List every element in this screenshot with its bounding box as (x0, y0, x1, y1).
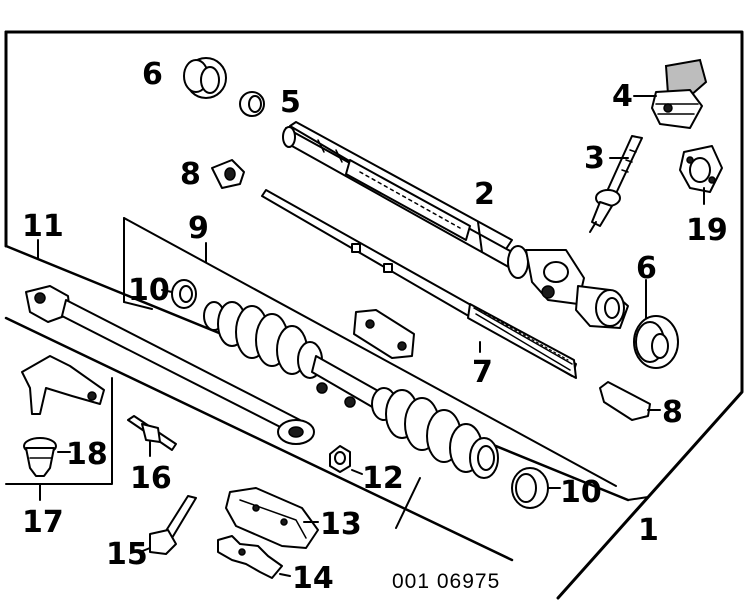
mount-upper (211, 159, 245, 189)
callout-8a: 8 (180, 157, 201, 192)
mounting-plate (225, 487, 319, 549)
callout-14: 14 (292, 561, 334, 596)
callout-19: 19 (686, 213, 728, 248)
bushing-upper (183, 57, 227, 99)
tie-rod-end-boot (23, 437, 71, 477)
seal-left (161, 279, 197, 309)
boot-right (371, 387, 499, 479)
callout-10a: 10 (128, 273, 170, 308)
rack-housing (282, 121, 629, 329)
tie-rod-end (21, 355, 105, 415)
bushing-right (633, 279, 679, 369)
callout-13: 13 (320, 507, 362, 542)
callout-7: 7 (472, 355, 493, 390)
callout-16: 16 (130, 461, 172, 496)
callout-4: 4 (612, 79, 633, 114)
callout-11: 11 (22, 209, 64, 244)
callout-2: 2 (474, 177, 495, 212)
small-bushing (239, 91, 265, 117)
mounting-bracket (217, 535, 291, 579)
callout-3: 3 (584, 141, 605, 176)
callout-15: 15 (106, 537, 148, 572)
bolt (139, 495, 197, 555)
callout-17: 17 (22, 505, 64, 540)
callout-10b: 10 (560, 475, 602, 510)
rack-bar (261, 189, 577, 379)
valve-housing (633, 58, 708, 129)
diagram-reference-code: 001 06975 (392, 570, 500, 593)
callout-8b: 8 (662, 395, 683, 430)
adjuster (127, 415, 177, 457)
pinion-shaft (589, 135, 643, 233)
callout-1: 1 (638, 513, 659, 548)
callout-18: 18 (66, 437, 108, 472)
boot-left (203, 301, 381, 409)
seal-right (511, 467, 561, 509)
nut (329, 445, 363, 475)
mount-right (599, 381, 661, 421)
rack-clamp (353, 309, 415, 359)
callout-9: 9 (188, 211, 209, 246)
flange (679, 145, 723, 205)
callout-12: 12 (362, 461, 404, 496)
callout-5: 5 (280, 85, 301, 120)
boot-kit-bracket (123, 217, 617, 529)
tie-rod (25, 239, 315, 445)
callout-labels: 1 2 3 4 5 6 6 7 8 8 9 10 10 11 12 13 14 … (22, 57, 728, 596)
callout-6b: 6 (636, 251, 657, 286)
tie-rod-kit-bracket (5, 377, 113, 501)
callout-6a: 6 (142, 57, 163, 92)
